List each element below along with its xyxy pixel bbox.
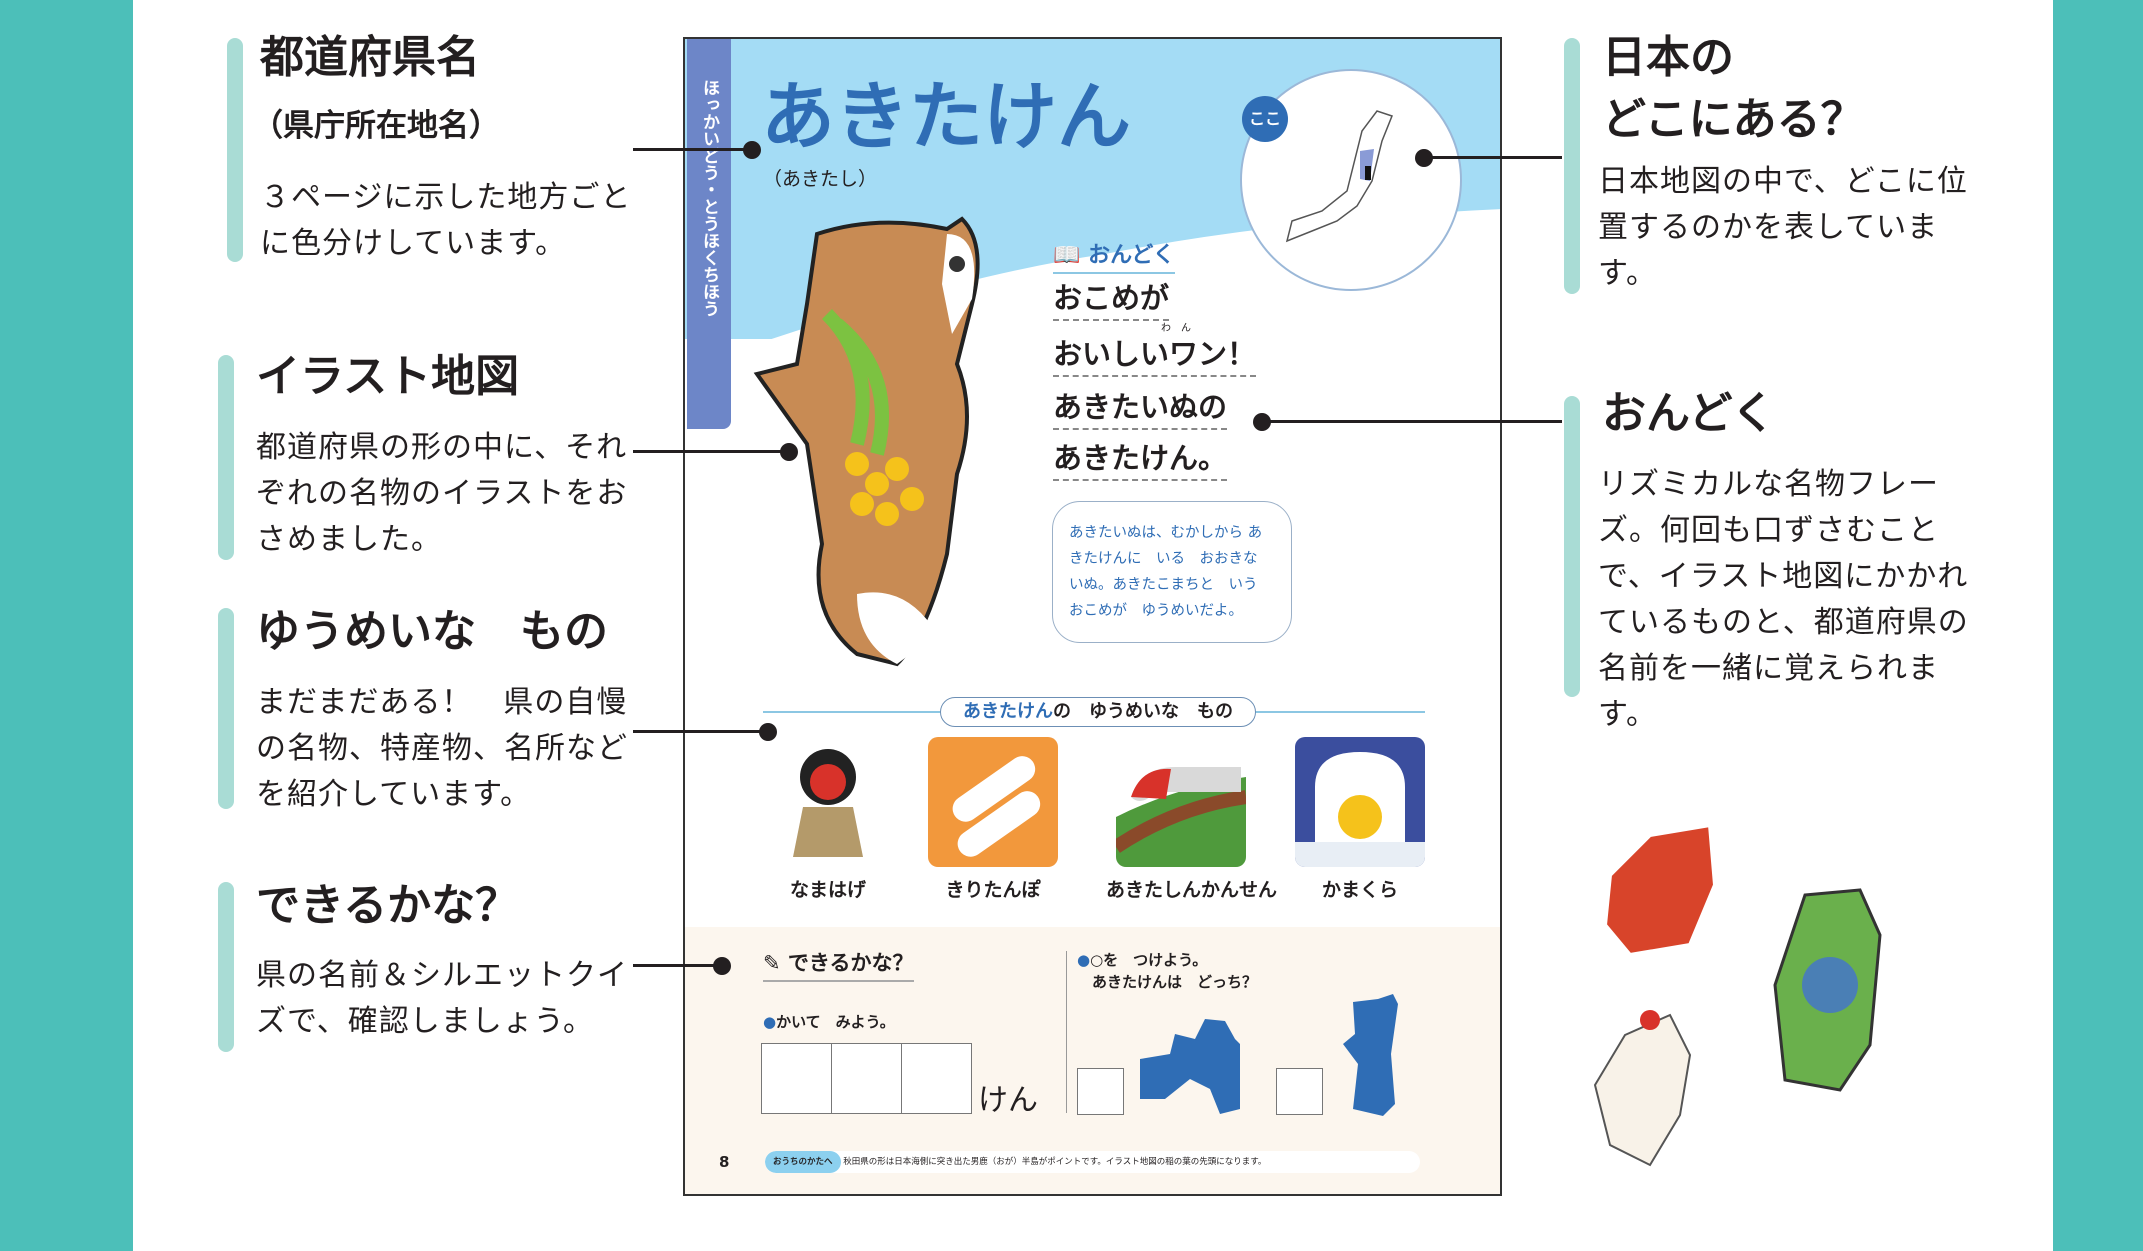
capital-name: （あきたし） (763, 168, 878, 190)
famous-heading-accent: あきたけん (963, 701, 1053, 722)
famous-item-label: あきたしんかんせん (1106, 879, 1278, 901)
annotation-title: ゆうめいな もの (256, 606, 608, 657)
connector-dot (743, 141, 761, 159)
annotation-title: 日本の (1602, 32, 1734, 83)
connector-line (633, 148, 752, 151)
parent-note-tag: おうちのかたへ (765, 1151, 841, 1173)
connector-line (633, 964, 722, 967)
connector-line (633, 730, 768, 733)
fukushima-silhouette (1140, 1019, 1240, 1114)
famous-item: あきたしんかんせん (1106, 737, 1278, 902)
connector-dot (1415, 149, 1433, 167)
ondoku-label-text: おんどく (1088, 243, 1175, 268)
prefecture-sticker-illustrations (1593, 822, 1882, 1167)
accent-bar (1564, 396, 1580, 697)
annotation-title: おんどく (1602, 388, 1776, 439)
connector-line (1424, 156, 1562, 159)
famous-item-label: かまくら (1321, 879, 1398, 901)
quiz-title-text: できるかな？ (787, 951, 914, 975)
sample-page: ほっかいどう・とうほくちほう あきたけん （あきたし） ここ 📖 おんどく おこ… (683, 37, 1502, 1196)
answer-box[interactable] (901, 1043, 972, 1114)
annotation-body: 都道府県の形の中に、それぞれの名物のイラストをおさめました。 (256, 430, 628, 557)
connector-dot (1253, 413, 1271, 431)
bullet-icon: ● (1077, 951, 1091, 969)
ken-suffix: けん (978, 1083, 1038, 1118)
famous-item: なまはげ (758, 737, 898, 902)
prefecture-name: あきたけん (761, 74, 1131, 160)
quiz-title: ✎ できるかな？ (763, 947, 914, 982)
left-border (0, 0, 133, 1251)
answer-box[interactable] (831, 1043, 902, 1114)
annotation-title: できるかな？ (256, 880, 520, 931)
ondoku-line: あきたけん。 (1053, 441, 1228, 481)
famous-item: きりたんぽ (923, 737, 1063, 902)
ondoku-line: あきたいぬの (1053, 390, 1228, 430)
shinkansen-image (1116, 737, 1246, 867)
choice-box[interactable] (1077, 1068, 1124, 1115)
quiz-divider (1066, 951, 1067, 1113)
connector-dot (780, 443, 798, 461)
kiritanpo-image (928, 737, 1058, 867)
famous-heading: あきたけんの ゆうめいな もの (940, 697, 1256, 727)
parent-note: おうちのかたへ 秋田県の形は日本海側に突き出た男鹿（おが）半島がポイントです。イ… (765, 1151, 1420, 1173)
akita-silhouette (1343, 994, 1398, 1116)
write-prompt: ●かいて みよう。 (763, 1011, 895, 1032)
write-prompt-text: かいて みよう。 (776, 1013, 895, 1031)
book-icon: 📖 (1053, 243, 1081, 268)
parent-note-text: 秋田県の形は日本海側に突き出た男鹿（おが）半島がポイントです。イラスト地図の稲の… (843, 1157, 1267, 1167)
connector-line (633, 450, 789, 453)
page-number: 8 (719, 1153, 730, 1171)
akita-dog-illustration (753, 216, 980, 667)
famous-item: かまくら (1290, 737, 1430, 902)
choice-box[interactable] (1276, 1068, 1323, 1115)
annotation-body: 日本地図の中で、どこに位置するのかを表しています。 (1598, 164, 1968, 291)
pencil-icon: ✎ (763, 951, 781, 975)
annotation-title: イラスト地図 (256, 351, 520, 402)
kamakura-image (1295, 737, 1425, 867)
ondoku-label: 📖 おんどく (1053, 237, 1175, 274)
annotation-subtitle: （県庁所在地名） (252, 108, 500, 144)
namahage-image (763, 737, 893, 867)
choose-line: あきたけんは どっち？ (1092, 973, 1258, 991)
accent-bar (218, 355, 234, 560)
note-box: あきたいぬは、むかしから あきたけんに いる おおきな いぬ。あきたこまちと い… (1052, 501, 1292, 643)
choose-line: ○を つけよう。 (1090, 951, 1208, 969)
choose-prompt: ●○を つけよう。 あきたけんは どっち？ (1077, 949, 1257, 993)
answer-box[interactable] (761, 1043, 832, 1114)
annotation-body: 県の名前＆シルエットクイズで、確認しましょう。 (256, 958, 628, 1039)
accent-bar (227, 38, 243, 262)
ondoku-ruby: わ ん (1161, 323, 1191, 334)
region-tab-label: ほっかいどう・とうほくちほう (699, 79, 719, 317)
accent-bar (218, 608, 234, 809)
accent-bar (1564, 38, 1580, 294)
famous-heading-text: の ゆうめいな もの (1053, 701, 1233, 722)
famous-item-label: なまはげ (789, 879, 866, 901)
annotation-title: どこにある？ (1602, 94, 1865, 145)
here-badge: ここ (1242, 96, 1288, 142)
right-border (2053, 0, 2143, 1251)
connector-dot (713, 957, 731, 975)
famous-item-label: きりたんぽ (945, 879, 1041, 901)
connector-dot (759, 723, 777, 741)
ondoku-line: おこめが (1053, 281, 1170, 321)
region-tab (687, 39, 731, 429)
ondoku-line: おいしいワン！ (1053, 337, 1257, 377)
annotation-body: リズミカルな名物フレーズ。何回も口ずさむことで、イラスト地図にかかれているものと… (1598, 467, 1969, 732)
bullet-icon: ● (763, 1013, 777, 1031)
annotation-body: ３ページに示した地方ごとに色分けしています。 (260, 180, 632, 261)
annotation-body: まだまだある！ 県の自慢の名物、特産物、名所などを紹介しています。 (256, 685, 628, 812)
annotation-title: 都道府県名 (260, 32, 480, 83)
accent-bar (218, 882, 234, 1052)
connector-line (1262, 420, 1562, 423)
